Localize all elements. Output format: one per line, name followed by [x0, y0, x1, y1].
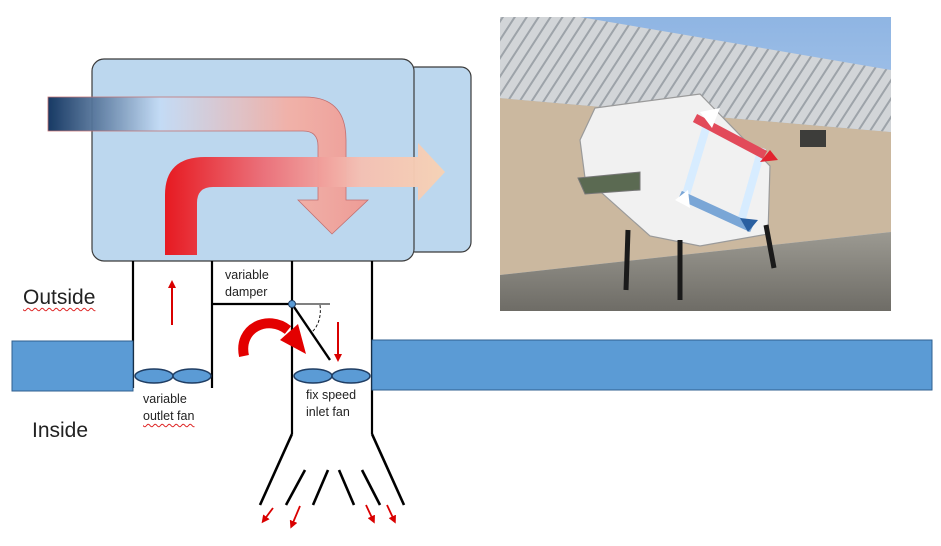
inside-label: Inside — [32, 419, 89, 442]
damper-blade — [291, 303, 331, 361]
damper-angle-arc — [311, 304, 321, 333]
fix-speed-inlet-fan-label-line1: fix speed — [306, 388, 357, 402]
photo-hru-opening — [577, 171, 641, 195]
warm-air-arrow — [165, 143, 445, 255]
inlet-diffuser — [258, 433, 406, 506]
variable-damper-label-line2: damper — [225, 285, 268, 299]
variable-outlet-fan-label-line1: variable — [143, 392, 187, 406]
fix-speed-inlet-fan-label: fix speed inlet fan — [306, 387, 356, 421]
cold-air-arrow — [47, 96, 370, 235]
variable-damper — [288, 300, 331, 361]
outlet-fan-blade — [134, 368, 174, 384]
diffuser-flow-arrows — [261, 504, 396, 529]
variable-outlet-fan-label: variable outlet fan — [143, 391, 194, 425]
fix-speed-inlet-fan-label-line2: inlet fan — [306, 405, 350, 419]
variable-damper-label-line1: variable — [225, 268, 269, 282]
variable-outlet-fan — [134, 368, 212, 384]
variable-damper-label: variable damper — [225, 267, 269, 301]
photo-wall-window — [800, 130, 826, 147]
outlet-fan-blade — [172, 368, 212, 384]
outside-label: Outside — [23, 286, 96, 309]
inlet-fan-blade — [293, 368, 333, 384]
inlet-fan-blade — [331, 368, 371, 384]
photo-roof — [500, 17, 891, 132]
variable-outlet-fan-label-line2: outlet fan — [143, 409, 195, 423]
wall-right — [371, 339, 933, 391]
photo-airflow-overlay — [675, 108, 778, 233]
damper-pivot — [288, 300, 296, 308]
wall-left — [11, 340, 134, 392]
installed-unit-photo — [500, 17, 891, 311]
photo-ground — [500, 232, 891, 311]
fix-speed-inlet-fan — [293, 368, 371, 384]
recirculation-arrow — [238, 318, 306, 358]
